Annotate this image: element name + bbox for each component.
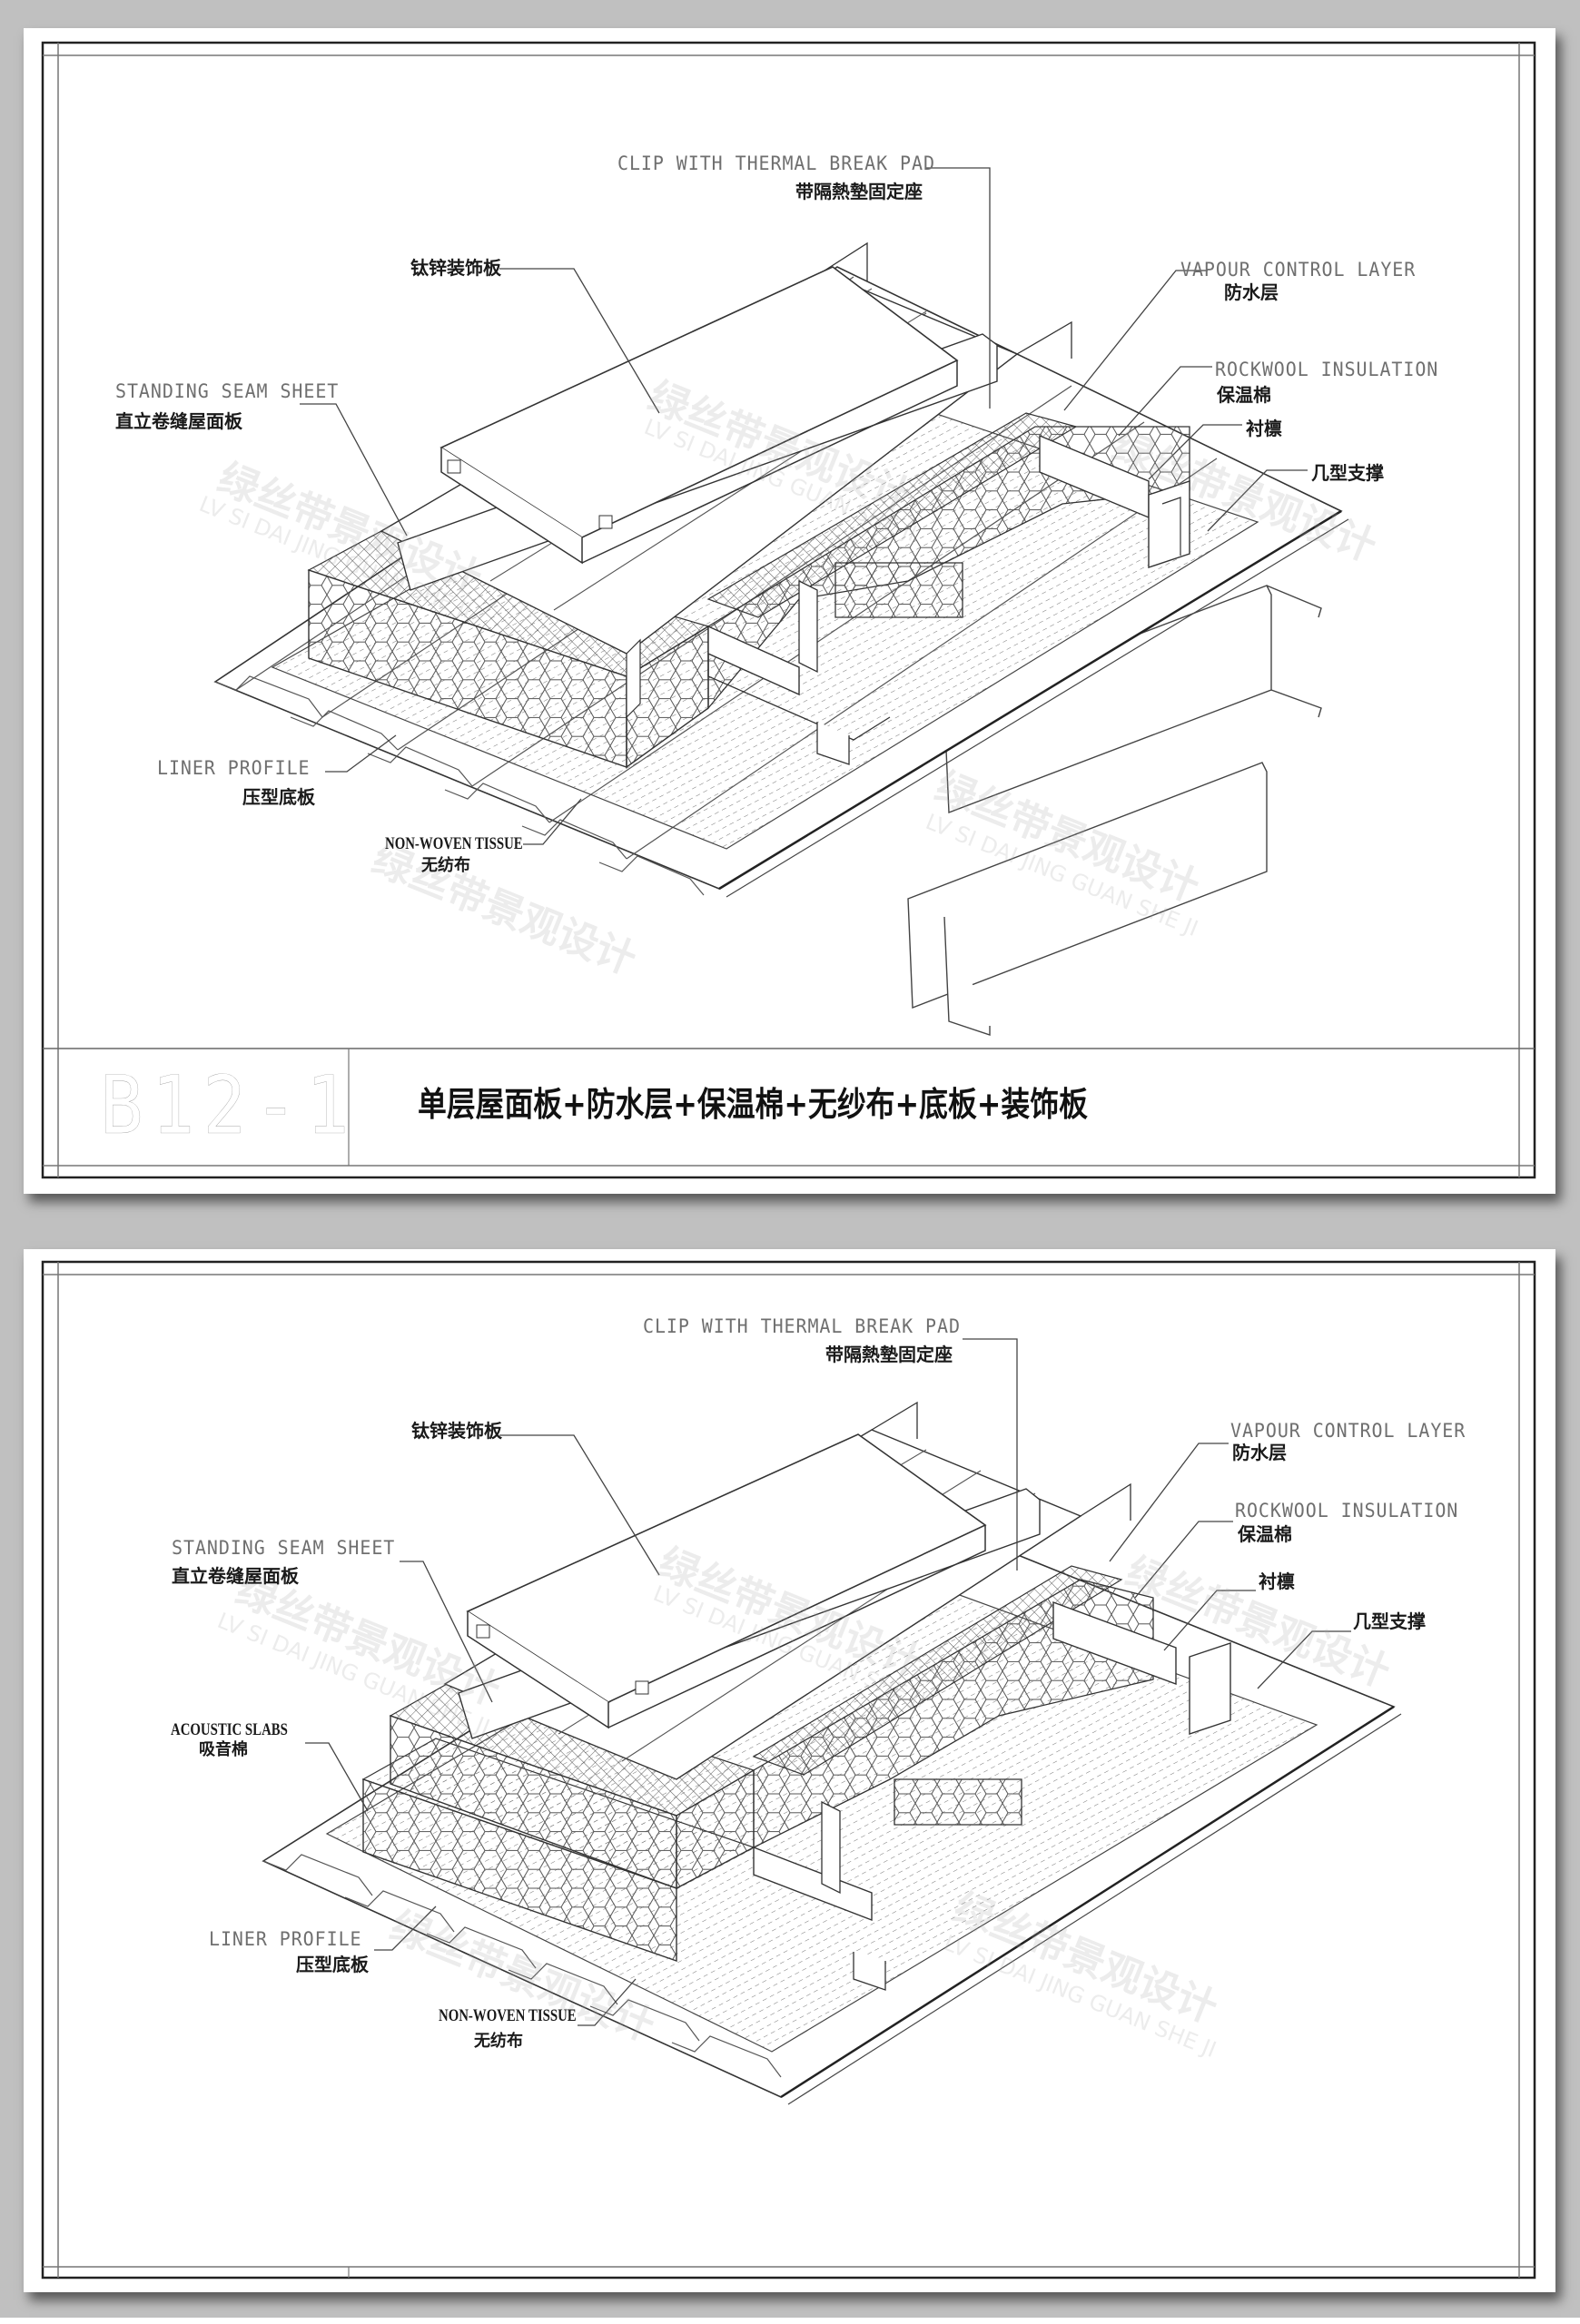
label-seam-en: STANDING SEAM SHEET (115, 380, 340, 402)
label-clip-en: CLIP WITH THERMAL BREAK PAD (643, 1315, 961, 1337)
label-vapour-en: VAPOUR CONTROL LAYER (1180, 259, 1417, 281)
label-rockwool-en: ROCKWOOL INSULATION (1215, 359, 1439, 380)
label-tissue-cn: 无纺布 (421, 856, 470, 875)
label-rockwool-en: ROCKWOOL INSULATION (1235, 1500, 1459, 1521)
label-zinc-cn: 钛锌装饰板 (410, 257, 501, 279)
label-liner-cn: 压型底板 (296, 1954, 369, 1975)
sheet-2-drawing (41, 1260, 1536, 2280)
label-clip-cn: 带隔熱墊固定座 (825, 1344, 953, 1365)
label-clip-cn: 带隔熱墊固定座 (795, 181, 923, 202)
label-rockwool-cn: 保温棉 (1217, 384, 1271, 406)
sheet-1-drawing (41, 41, 1536, 1179)
label-seam-cn: 直立卷缝屋面板 (172, 1565, 299, 1587)
label-support-cn: 几型支撑 (1353, 1610, 1426, 1632)
label-liner-en: LINER PROFILE (209, 1928, 362, 1950)
label-support-cn: 几型支撑 (1311, 462, 1384, 484)
label-liner-en: LINER PROFILE (157, 757, 311, 779)
label-acoustic-cn: 吸音棉 (199, 1740, 248, 1759)
drawing-sheet-2: 绿丝带景观设计 LV SI DAI JING GUAN SHE JI 绿丝带景观… (24, 1249, 1555, 2292)
label-tissue-en: NON-WOVEN TISSUE (385, 834, 523, 853)
page-bottom-strip (0, 2318, 1580, 2324)
label-acoustic-en: ACOUSTIC SLABS (171, 1720, 288, 1739)
label-seam-cn: 直立卷缝屋面板 (115, 410, 242, 432)
label-vapour-en: VAPOUR CONTROL LAYER (1230, 1420, 1466, 1442)
label-liner-cn: 压型底板 (242, 786, 315, 808)
label-purlin-cn: 衬檩 (1246, 418, 1282, 439)
label-vapour-cn: 防水层 (1232, 1442, 1287, 1463)
label-tissue-en: NON-WOVEN TISSUE (439, 2006, 577, 2025)
drawing-title: 单层屋面板+防水层+保温棉+无纱布+底板+装饰板 (418, 1085, 1088, 1124)
drawing-sheet-1: 绿丝带景观设计 LV SI DAI JING GUAN SHE JI 绿丝带景观… (24, 28, 1555, 1194)
label-tissue-cn: 无纺布 (474, 2032, 523, 2051)
drawing-code: B12-1 (100, 1059, 358, 1152)
label-purlin-cn: 衬檩 (1259, 1571, 1295, 1592)
label-vapour-cn: 防水层 (1224, 281, 1279, 303)
label-zinc-cn: 钛锌装饰板 (411, 1420, 502, 1442)
label-rockwool-cn: 保温棉 (1238, 1523, 1292, 1545)
label-clip-en: CLIP WITH THERMAL BREAK PAD (617, 153, 935, 174)
label-seam-en: STANDING SEAM SHEET (172, 1537, 396, 1559)
